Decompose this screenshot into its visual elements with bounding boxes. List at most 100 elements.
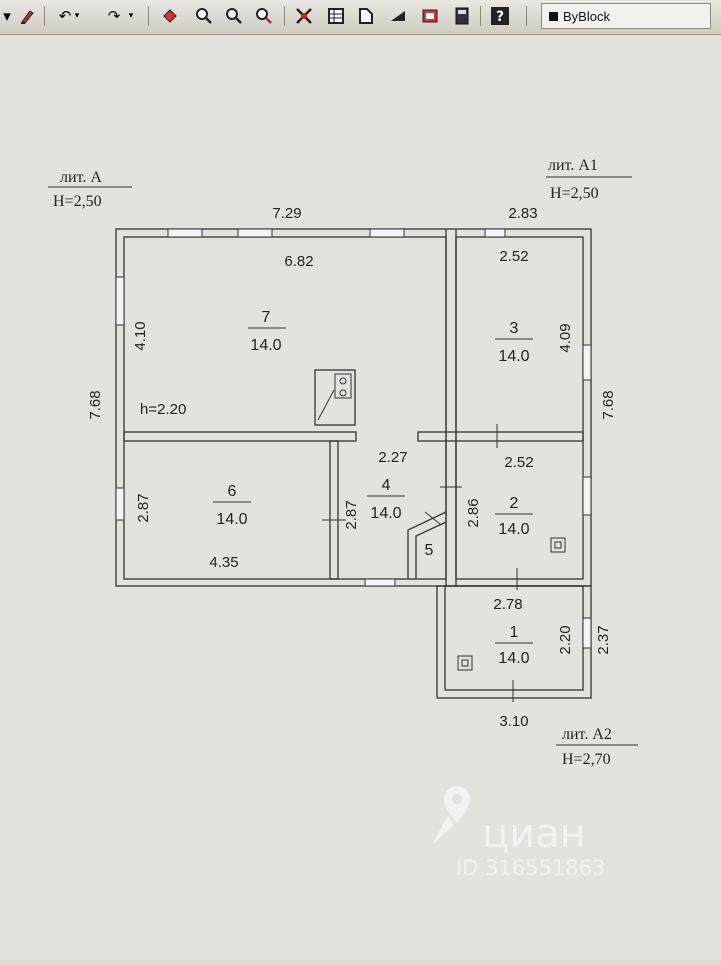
dim-room6-width: 4.35 (209, 554, 238, 571)
room-6-area: 14.0 (216, 511, 247, 528)
lit-a2-label: лит. А2 (562, 726, 612, 743)
redo-dropdown-icon[interactable]: ▾ (128, 10, 134, 21)
dim-right-total: 7.68 (600, 390, 617, 419)
calculator-icon[interactable] (452, 6, 472, 26)
dim-room2-width: 2.52 (504, 454, 533, 471)
window (237, 228, 273, 238)
paint-icon[interactable] (18, 6, 38, 26)
room-4-number: 4 (382, 477, 391, 494)
dim-top-a: 7.29 (272, 205, 301, 222)
lit-a-label: лит. А (60, 169, 102, 186)
toolbar-separator (284, 6, 285, 26)
dim-room6-height: 2.87 (135, 493, 152, 522)
dim-room4-width: 2.27 (378, 449, 407, 466)
window (115, 276, 125, 326)
lit-a-height: H=2,50 (53, 193, 102, 210)
dim-room3-height: 4.09 (557, 323, 574, 352)
dim-room1-width-top: 2.78 (493, 596, 522, 613)
dim-room1-height-outer: 2.37 (595, 625, 612, 654)
tool-palette-icon[interactable] (356, 6, 376, 26)
room-2-number: 2 (510, 495, 519, 512)
plot-style-value: ByBlock (563, 8, 610, 24)
room-1-area: 14.0 (498, 650, 529, 667)
zoom-previous-icon[interactable] (254, 6, 274, 26)
properties-icon[interactable] (294, 6, 314, 26)
redo-icon[interactable]: ↷ (107, 6, 121, 25)
partition-wall (407, 511, 447, 579)
window (364, 578, 396, 587)
plot-style-select[interactable]: ByBlock (541, 3, 711, 29)
dim-room7-width: 6.82 (284, 253, 313, 270)
sink (550, 537, 566, 553)
partition-wall (415, 521, 447, 579)
pan-icon[interactable] (160, 6, 180, 26)
sheet-set-icon[interactable] (388, 6, 408, 26)
partition-wall (329, 440, 339, 580)
window (484, 228, 506, 238)
room-7-area: 14.0 (250, 337, 281, 354)
window (582, 344, 592, 381)
dim-room4-height: 2.87 (343, 500, 360, 529)
watermark-id: ID 316551863 (456, 856, 605, 880)
sink (461, 659, 469, 667)
window (115, 487, 125, 521)
room-4-area: 14.0 (370, 505, 401, 522)
room-2-area: 14.0 (498, 521, 529, 538)
design-center-icon[interactable] (326, 6, 346, 26)
dim-room1-width-bottom: 3.10 (499, 713, 528, 730)
dim-room1-height-inner: 2.20 (557, 625, 574, 654)
color-swatch (549, 11, 558, 21)
undo-icon[interactable]: ↶ (58, 6, 72, 25)
stove (339, 389, 347, 397)
toolbar-separator (526, 6, 527, 26)
inner-wall-a1 (455, 236, 584, 580)
door-mark (424, 511, 441, 525)
zoom-realtime-icon[interactable] (194, 6, 214, 26)
partition-wall (123, 431, 357, 442)
dimension-labels: 7.29 2.83 6.82 2.52 7.68 7.68 4.10 4.09 … (87, 205, 617, 730)
cian-watermark: циан ID 316551863 (432, 786, 605, 880)
toolbar-separator (44, 6, 45, 26)
undo-dropdown-icon[interactable]: ▾ (74, 10, 80, 21)
dropdown-arrow-icon[interactable]: ▾ (3, 6, 11, 25)
sink (457, 655, 473, 671)
svg-text:?: ? (496, 9, 504, 25)
room-1-number: 1 (510, 624, 519, 641)
lit-a2-height: H=2,70 (562, 751, 611, 768)
dim-room7-height: 4.10 (132, 321, 149, 350)
window (582, 476, 592, 516)
markup-icon[interactable] (420, 6, 440, 26)
floor-plan: лит. А H=2,50 лит. А1 H=2,50 лит. А2 H=2… (48, 157, 638, 880)
partition-wall (417, 431, 584, 442)
lit-a1-label: лит. А1 (548, 157, 598, 174)
lit-a1-height: H=2,50 (550, 185, 599, 202)
window (582, 617, 592, 649)
dim-left-total: 7.68 (87, 390, 104, 419)
room-5-number: 5 (425, 542, 434, 559)
room-labels: 7 14.0 3 14.0 6 14.0 4 14.0 2 14.0 1 14.… (213, 309, 533, 667)
room-6-number: 6 (228, 483, 237, 500)
toolbar-separator (148, 6, 149, 26)
stove (314, 369, 356, 426)
room-7-number: 7 (262, 309, 271, 326)
dim-room2-height: 2.86 (465, 498, 482, 527)
location-pin-icon (432, 786, 470, 845)
dim-room3-width: 2.52 (499, 248, 528, 265)
stove (334, 373, 352, 399)
dim-top-a1: 2.83 (508, 205, 537, 222)
lit-a2-walls (436, 585, 592, 702)
help-icon[interactable]: ? (490, 6, 510, 26)
cad-toolbar: ▾ ↶ ▾ ↷ ▾ ? ByBlock (0, 0, 721, 35)
stove (317, 389, 335, 421)
sink (554, 541, 562, 549)
window (369, 228, 405, 238)
room-3-area: 14.0 (498, 348, 529, 365)
outer-wall (115, 228, 592, 587)
watermark-brand: циан (482, 811, 586, 857)
zoom-window-icon[interactable] (224, 6, 244, 26)
main-house-walls (115, 228, 592, 590)
drawing-canvas[interactable]: лит. А H=2,50 лит. А1 H=2,50 лит. А2 H=2… (0, 35, 721, 960)
toolbar-separator (480, 6, 481, 26)
ceiling-height-label: h=2.20 (140, 401, 186, 418)
room-3-number: 3 (510, 320, 519, 337)
